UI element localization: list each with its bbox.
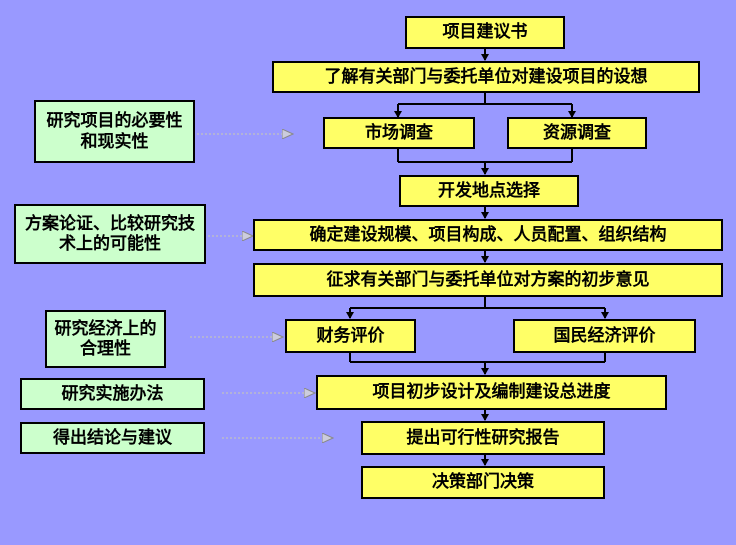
step-decision: 决策部门决策 bbox=[361, 466, 605, 499]
note-economic-rationality: 研究经济上的合理性 bbox=[45, 310, 166, 368]
step-determine-scale: 确定建设规模、项目构成、人员配置、组织结构 bbox=[253, 219, 723, 251]
step-understand-intent: 了解有关部门与委托单位对建设项目的设想 bbox=[272, 61, 700, 93]
step-preliminary-design: 项目初步设计及编制建设总进度 bbox=[316, 375, 667, 410]
step-market-survey: 市场调查 bbox=[323, 117, 475, 149]
step-site-selection: 开发地点选择 bbox=[399, 175, 579, 207]
note-technical-feasibility: 方案论证、比较研究技术上的可能性 bbox=[14, 204, 206, 264]
step-feasibility-report: 提出可行性研究报告 bbox=[361, 421, 605, 455]
step-resource-survey: 资源调查 bbox=[507, 117, 647, 149]
step-proposal: 项目建议书 bbox=[405, 16, 565, 49]
note-implementation: 研究实施办法 bbox=[20, 378, 205, 410]
note-conclusion: 得出结论与建议 bbox=[20, 422, 205, 454]
step-financial-eval: 财务评价 bbox=[285, 319, 416, 353]
note-necessity: 研究项目的必要性和现实性 bbox=[34, 100, 195, 163]
step-national-economic-eval: 国民经济评价 bbox=[513, 319, 696, 353]
step-seek-opinions: 征求有关部门与委托单位对方案的初步意见 bbox=[253, 263, 723, 297]
